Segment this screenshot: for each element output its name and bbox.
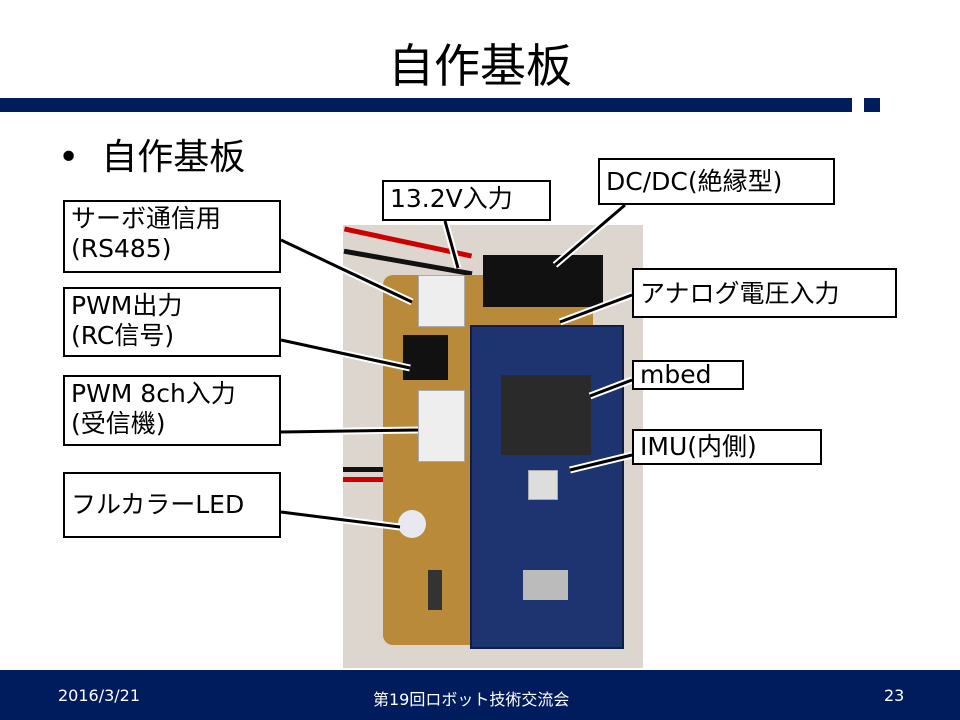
footer-date: 2016/3/21	[58, 686, 141, 705]
callout-analog: アナログ電圧入力	[632, 268, 897, 318]
board-photo	[343, 225, 643, 668]
callout-power: 13.2V入力	[382, 180, 551, 221]
callout-pwm-in: PWM 8ch入力 (受信機)	[63, 375, 281, 446]
title-divider-square	[864, 98, 880, 112]
callout-pwm-out: PWM出力 (RC信号)	[63, 287, 281, 357]
callout-imu: IMU(内側)	[632, 429, 822, 465]
callout-dcdc: DC/DC(絶縁型)	[598, 158, 835, 205]
footer: 2016/3/21 第19回ロボット技術交流会 23	[0, 670, 960, 720]
bullet-text: 自作基板	[101, 137, 246, 178]
bullet-item: •自作基板	[58, 137, 246, 178]
callout-mbed: mbed	[632, 360, 744, 390]
footer-page-number: 23	[884, 686, 905, 705]
title-divider-bar	[0, 98, 852, 112]
callout-led: フルカラーLED	[63, 472, 281, 538]
callout-servo: サーボ通信用 (RS485)	[63, 200, 281, 273]
slide-title: 自作基板	[388, 39, 572, 93]
footer-event: 第19回ロボット技術交流会	[373, 690, 570, 709]
